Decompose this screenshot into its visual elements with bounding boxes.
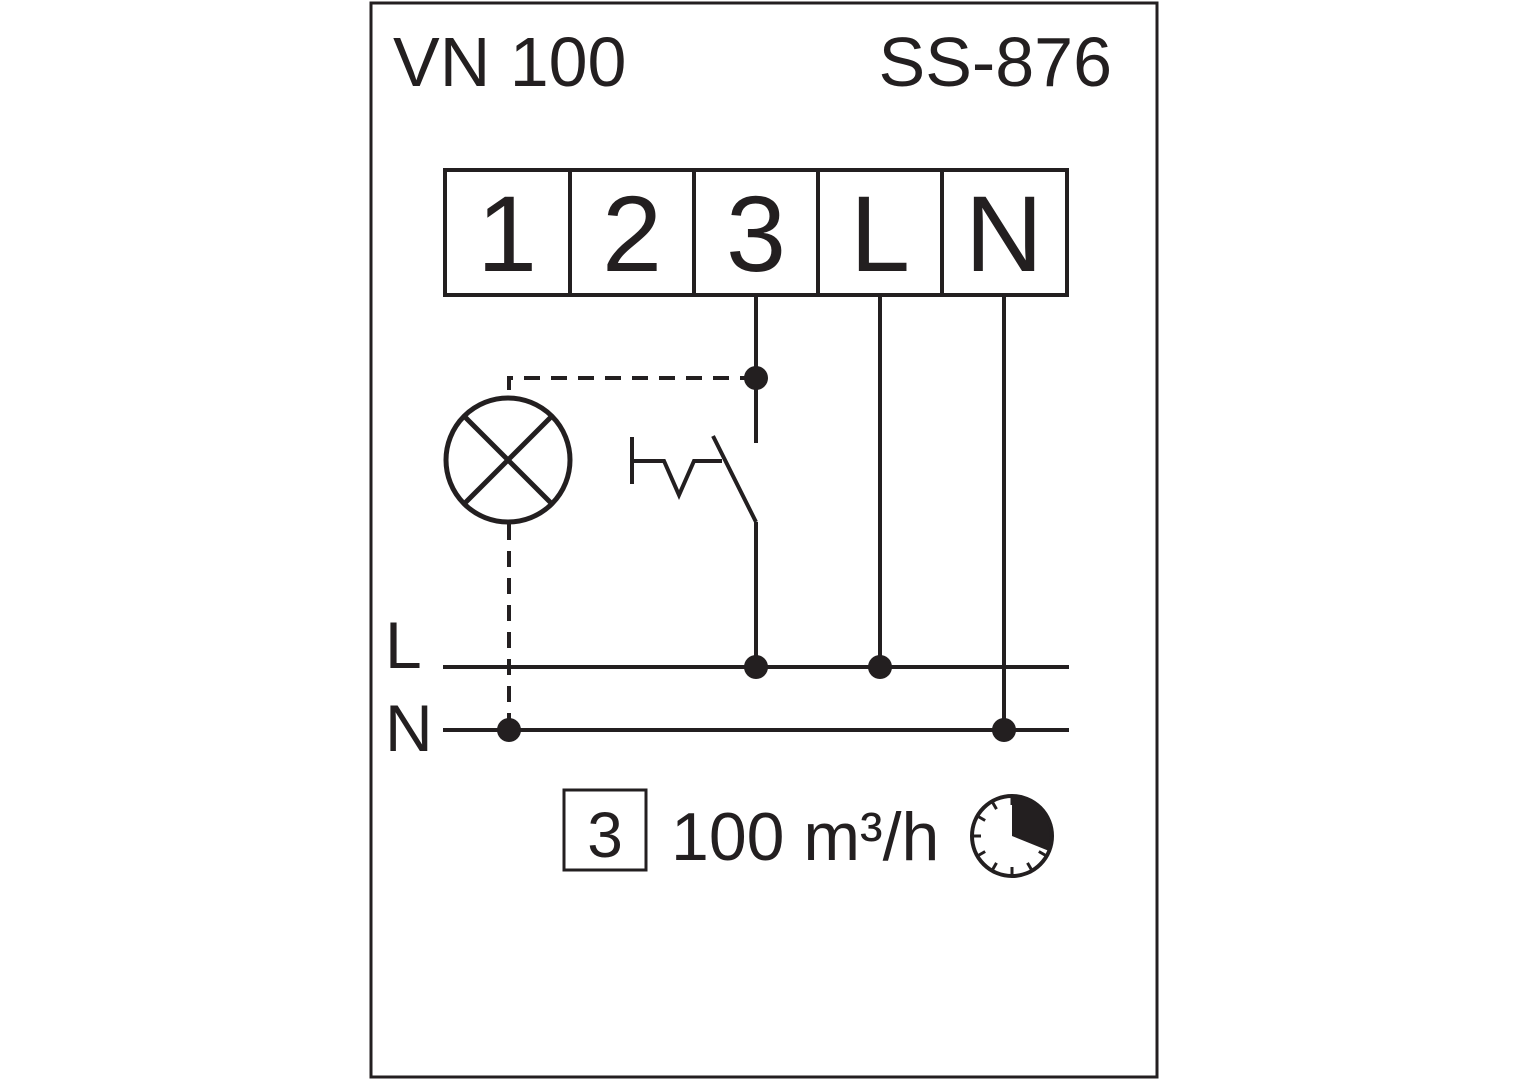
timer-tick: [1038, 850, 1048, 858]
diagram-frame: [369, 1, 1159, 1079]
timer-tick: [1026, 862, 1034, 872]
terminal-block: 1 2 3 L N: [443, 168, 1069, 297]
lamp-dashed-wire-top: [507, 376, 756, 397]
junction-dot-lamp-neutral: [497, 718, 521, 742]
junction-dot-n-neutral: [992, 718, 1016, 742]
speed-number: 3: [587, 799, 623, 871]
junction-dot-switch-line: [744, 655, 768, 679]
timer-icon: [970, 794, 1054, 878]
terminal-2-label: 2: [602, 173, 662, 294]
model-label: VN 100: [393, 23, 626, 101]
terminal-n-label: N: [965, 173, 1043, 294]
neutral-bus-label: N: [385, 691, 433, 765]
push-switch-icon: [630, 435, 758, 667]
timer-tick: [990, 862, 998, 872]
terminal-1-label: 1: [477, 173, 537, 294]
speed-box: [562, 788, 648, 872]
lamp-icon: [443, 395, 573, 525]
terminal-3-label: 3: [726, 173, 786, 294]
timer-tick: [976, 850, 986, 858]
line-bus-label: L: [385, 608, 422, 682]
flow-rate-label: 100 m³/h: [671, 799, 939, 875]
terminal-l-label: L: [850, 173, 910, 294]
timer-tick: [990, 800, 998, 810]
product-code-label: SS-876: [879, 23, 1112, 101]
junction-dot-l-line: [868, 655, 892, 679]
timer-tick: [976, 814, 986, 822]
